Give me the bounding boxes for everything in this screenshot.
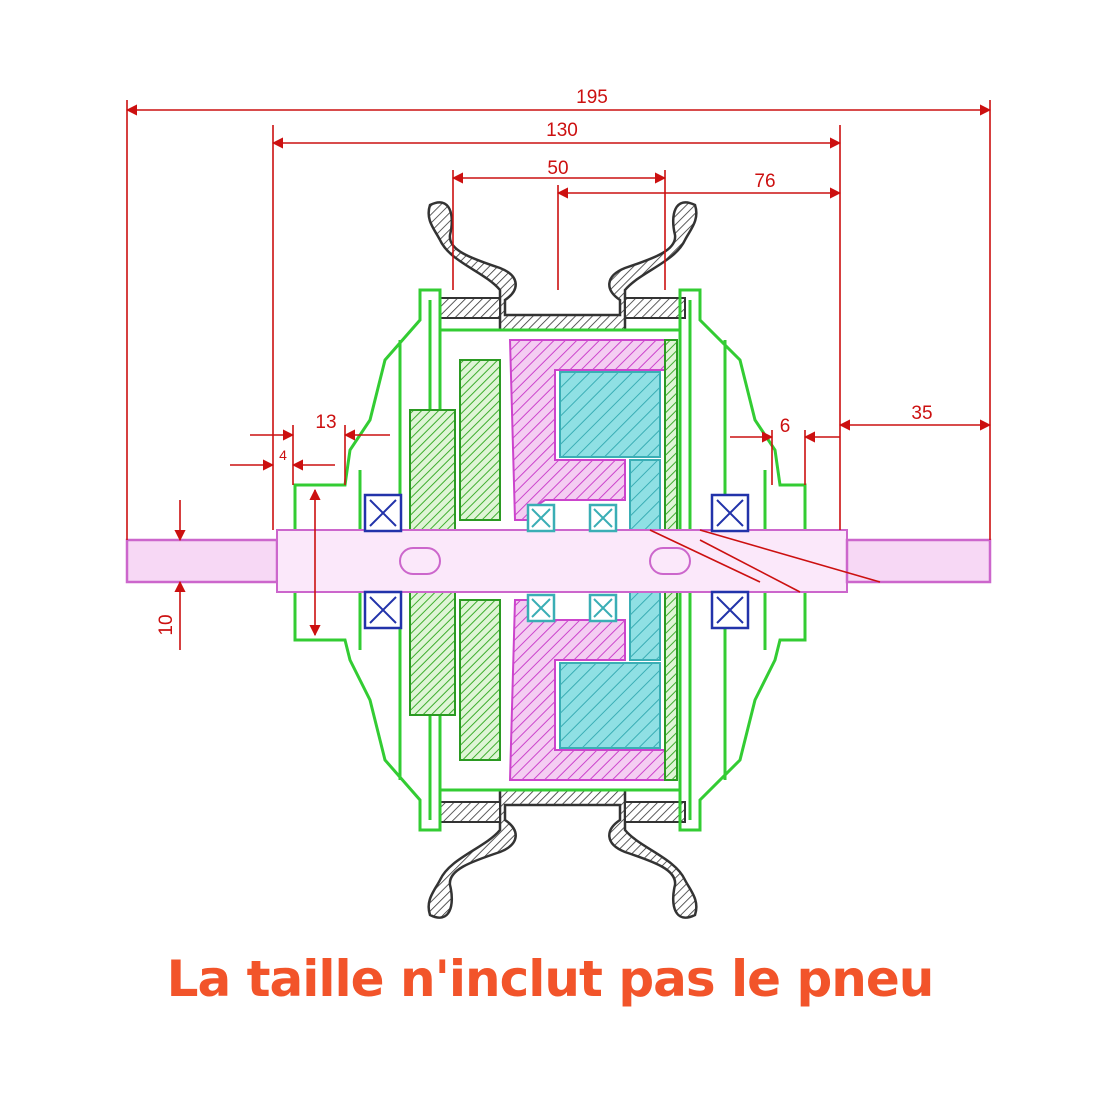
dim-label-195: 195 xyxy=(576,87,608,108)
stator-lower xyxy=(559,662,661,749)
dim-label-130: 130 xyxy=(546,120,578,141)
dim-label-35: 35 xyxy=(911,403,932,424)
dim-label-4: 4 xyxy=(279,447,287,463)
axle xyxy=(125,529,992,593)
stator xyxy=(559,371,661,458)
dim-label-50: 50 xyxy=(547,158,568,179)
rim-profile-bottom xyxy=(427,788,698,919)
dimension-lines xyxy=(125,100,992,650)
rim-profile-top xyxy=(427,201,698,332)
size-note-caption: La taille n'inclut pas le pneu xyxy=(166,950,935,1008)
bearing-crosses xyxy=(369,499,744,624)
planet-carrier xyxy=(459,359,501,521)
dim-label-10: 10 xyxy=(156,614,177,635)
planet-carrier-lower xyxy=(459,599,501,761)
dim-label-13: 13 xyxy=(315,412,336,433)
dim-label-76: 76 xyxy=(754,171,775,192)
dim-label-6: 6 xyxy=(780,416,791,437)
